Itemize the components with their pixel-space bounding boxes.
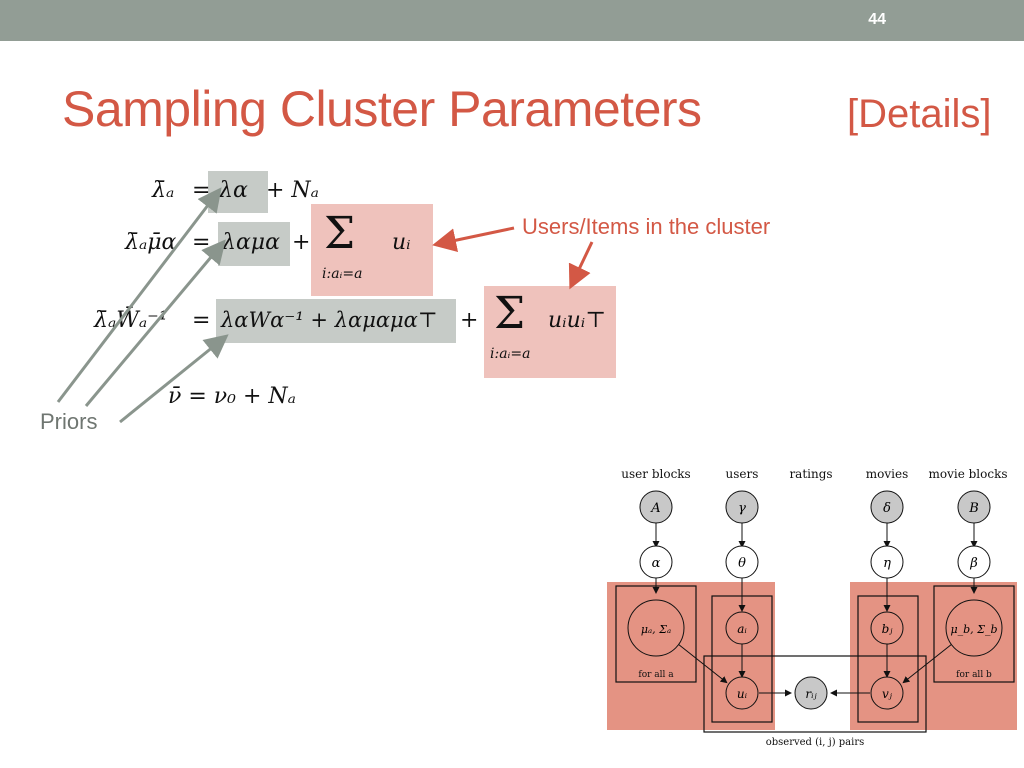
eq2-lhs: λ̄ₐμ̄α: [125, 230, 177, 255]
node-b-j-label: bⱼ: [882, 622, 894, 636]
slide-title: Sampling Cluster Parameters: [62, 81, 702, 137]
slide-number: 44: [868, 11, 886, 28]
prior-arrow-1: [56, 187, 222, 403]
node-a-i-label: aᵢ: [737, 622, 747, 636]
header-user-blocks: user blocks: [621, 467, 690, 481]
top-bar: 44: [0, 0, 1024, 41]
node-v-j-label: vⱼ: [882, 687, 893, 701]
cluster-sum-highlight-2: [484, 286, 616, 378]
eq3-sum-symbol: Σ: [494, 288, 526, 339]
prior-arrow-3: [119, 334, 229, 424]
callout-arrow-1: [432, 226, 515, 253]
node-u-i: [725, 676, 759, 710]
node-gamma: [725, 490, 759, 524]
eq3-sum-body: uᵢuᵢ⊤: [548, 308, 606, 333]
node-B-label: B: [968, 501, 979, 516]
eq2-sum-symbol: Σ: [324, 208, 356, 259]
node-mu-b: [945, 599, 1003, 657]
node-alpha-label: α: [652, 556, 661, 571]
cluster-callout: Users/Items in the cluster: [522, 214, 771, 239]
cluster-sum-highlight-1: [311, 204, 433, 296]
node-eta-label: η: [883, 556, 891, 571]
prior-highlight-2: [218, 222, 290, 266]
node-r-ij-label: rᵢⱼ: [805, 687, 817, 701]
eq1-term1: λα: [219, 178, 248, 203]
eq2-plus: +: [292, 230, 311, 255]
eq2-term1: λαμα: [222, 230, 280, 255]
prior-highlight-3: [216, 299, 456, 343]
details-link[interactable]: [Details]: [847, 92, 992, 136]
header-movie-blocks: movie blocks: [928, 467, 1007, 481]
node-theta-label: θ: [738, 556, 746, 571]
node-beta-label: β: [969, 556, 978, 571]
plate-observed: [703, 655, 927, 733]
header-users: users: [726, 467, 759, 481]
node-mu-a: [627, 599, 685, 657]
eq1-lhs: λ̄ₐ: [152, 178, 175, 203]
header-movies: movies: [866, 467, 908, 481]
node-theta: [725, 545, 759, 579]
node-eta: [870, 545, 904, 579]
node-B: [957, 490, 991, 524]
node-mu-b-label: μ_b, Σ_b: [950, 623, 997, 636]
eq2-sum-subscript: i:aᵢ=a: [322, 266, 363, 282]
eq4: ν̄ = ν₀ + Nₐ: [168, 384, 296, 409]
node-A-label: A: [650, 501, 660, 516]
eq3-sum-subscript: i:aᵢ=a: [490, 346, 531, 362]
node-v-j: [870, 676, 904, 710]
node-delta-label: δ: [883, 501, 891, 516]
node-A: [639, 490, 673, 524]
node-mu-a-label: μₐ, Σₐ: [641, 623, 671, 636]
eq3-lhs: λ̄ₐW̄ₐ⁻¹: [94, 308, 168, 333]
priors-label: Priors: [40, 409, 98, 434]
graphical-model: user blocks users ratings movies movie b…: [607, 467, 1017, 748]
plate-label-observed: observed (i, j) pairs: [766, 737, 865, 748]
node-r-ij: [794, 676, 828, 710]
plate-movies: [857, 595, 919, 723]
node-b-j: [870, 611, 904, 645]
eq2-sum-body: uᵢ: [392, 230, 411, 255]
node-delta: [870, 490, 904, 524]
node-beta: [957, 545, 991, 579]
node-gamma-label: γ: [738, 501, 746, 516]
eq1-rest: + Nₐ: [266, 178, 319, 203]
eq3-term1: λαWα⁻¹ + λαμαμα⊤: [221, 308, 438, 332]
header-ratings: ratings: [789, 467, 832, 481]
eq3-plus: +: [460, 308, 479, 333]
prior-arrow-2: [84, 239, 226, 407]
node-alpha: [639, 545, 673, 579]
node-u-i-label: uᵢ: [737, 687, 748, 701]
eq3-equals: =: [192, 308, 211, 333]
plate-label-for-all-a: for all a: [638, 670, 674, 680]
plate-label-for-all-b: for all b: [956, 670, 992, 680]
callout-arrow-2: [568, 241, 594, 290]
node-a-i: [725, 611, 759, 645]
